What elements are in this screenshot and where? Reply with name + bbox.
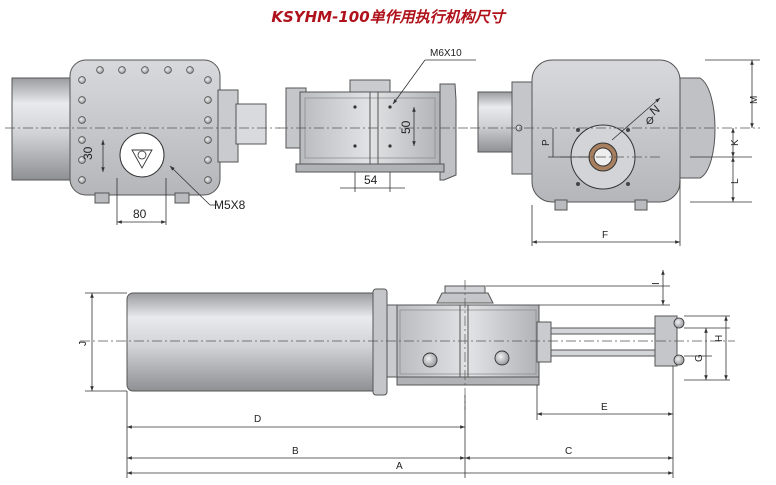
foot-right: [174, 192, 190, 204]
m5x8-leader: [169, 165, 211, 206]
m5x8-text: M5X8: [214, 198, 246, 212]
side-foot-left: [554, 199, 568, 211]
dim-m-text: M: [749, 96, 760, 104]
housing-bolt: [204, 76, 212, 84]
elevation-view: J I G H D E: [78, 270, 735, 478]
dim-30-text: 30: [81, 146, 95, 160]
dim-80-text: 80: [133, 207, 147, 221]
housing-bolt: [204, 176, 212, 184]
gearbox-base: [295, 163, 445, 173]
side-foot-right: [634, 199, 648, 211]
hex-bolt-right: [494, 350, 510, 366]
hex-bolt-left: [422, 352, 438, 368]
housing-bolt: [78, 156, 86, 164]
side-shaft: [477, 91, 517, 153]
hole-4: [388, 144, 392, 148]
housing-bolt: [204, 136, 212, 144]
cylinder-endcap: [372, 288, 388, 396]
gearbox-bottom: [396, 376, 540, 386]
housing-bolts: [78, 66, 212, 184]
dim-n-line: [611, 97, 661, 141]
side-hole-2: [626, 128, 630, 132]
housing-bolt: [78, 96, 86, 104]
dim-c-text: C: [565, 446, 572, 457]
housing-bolt: [78, 176, 86, 184]
dim-h-text: H: [714, 335, 725, 342]
side-hole-1: [576, 128, 580, 132]
housing-bolt: [78, 116, 86, 124]
flange-bore: [137, 150, 147, 160]
housing-bolt: [204, 96, 212, 104]
dim-i-text: I: [651, 282, 662, 285]
top-right-plate: [439, 83, 457, 181]
dim-a-text: A: [396, 461, 403, 472]
side-view: Ø N P K L M F: [470, 59, 760, 246]
housing-bolt: [118, 66, 126, 74]
housing-bolt: [78, 136, 86, 144]
housing-bolt: [141, 66, 149, 74]
housing-bolt: [186, 66, 194, 74]
m6x10-leader: [392, 59, 426, 105]
dim-j-text: J: [78, 341, 89, 346]
dim-54-text: 54: [364, 173, 378, 187]
dim-d-text: D: [254, 414, 261, 425]
hole-1: [353, 105, 357, 109]
housing-bolt: [204, 116, 212, 124]
indicator-boss: [349, 79, 391, 93]
end-nut-bottom: [673, 354, 685, 366]
dim-e-text: E: [601, 402, 608, 413]
tie-rod-bottom: [550, 349, 656, 357]
housing-bolt: [164, 66, 172, 74]
shaft-stub: [217, 89, 239, 163]
dim-n-phi: Ø: [646, 116, 654, 127]
hole-3: [353, 144, 357, 148]
dim-b-text: B: [292, 446, 299, 457]
hole-2: [388, 105, 392, 109]
housing-bolt: [204, 156, 212, 164]
tie-rod-top: [550, 327, 656, 335]
side-cylinder-end: [679, 77, 716, 179]
housing-bolt: [96, 66, 104, 74]
top-view: M6X10 50 54: [278, 48, 476, 192]
end-nut-top: [673, 317, 685, 329]
shaft-end: [235, 103, 267, 145]
front-view: 30 80 M5X8: [5, 59, 280, 225]
flange-triangle: [131, 149, 153, 169]
m6x10-text: M6X10: [430, 48, 462, 59]
cylinder-stub: [11, 77, 73, 181]
dim-k-text: K: [730, 139, 741, 146]
foot-left: [94, 192, 110, 204]
dim-50-text: 50: [399, 120, 413, 134]
dim-p-text: P: [541, 139, 552, 146]
housing-bolt: [78, 76, 86, 84]
spring-cylinder: [126, 292, 380, 392]
dim-g-text: G: [694, 354, 705, 362]
side-hole-4: [626, 182, 630, 186]
side-hole-3: [576, 182, 580, 186]
dim-l-text: L: [730, 178, 741, 184]
diagram-title: KSYHM-100单作用执行机构尺寸: [271, 8, 505, 26]
dim-f-text: F: [602, 230, 608, 241]
rod-flange: [536, 321, 552, 363]
